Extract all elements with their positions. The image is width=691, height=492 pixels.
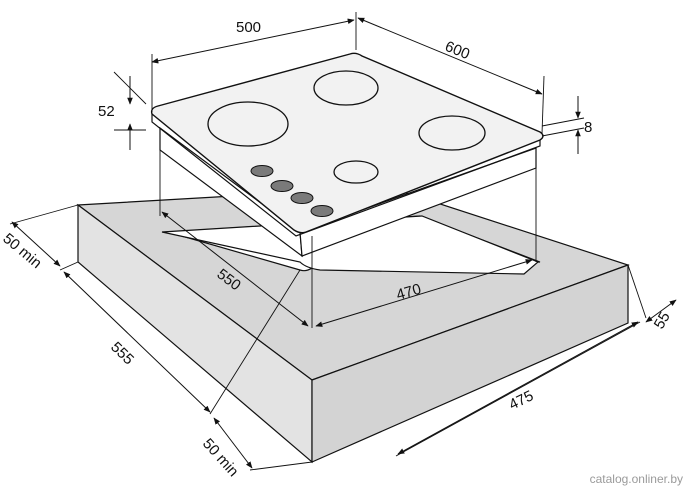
label-counter-width: 475 <box>506 387 536 413</box>
dim-line-550 <box>161 211 309 327</box>
control-knob-icon <box>250 165 274 177</box>
burner-small-icon <box>333 160 379 184</box>
label-counter-depth: 555 <box>107 339 137 369</box>
label-hob-depth: 600 <box>443 38 473 63</box>
label-glass-thickness: 8 <box>584 119 592 136</box>
dim-line-475 <box>397 321 639 455</box>
dimension-lines <box>11 17 677 469</box>
control-knob-icon <box>270 180 294 192</box>
dim-line-500 <box>151 18 355 64</box>
dim-line-555 <box>63 271 211 413</box>
burner-right-icon <box>418 115 486 151</box>
burner-back-icon <box>313 70 379 106</box>
control-knob-icon <box>290 192 314 204</box>
dim-line-600 <box>357 17 543 95</box>
dim-line-50-back <box>11 221 61 267</box>
control-knob-icon <box>310 205 334 217</box>
watermark: catalog.onliner.by <box>589 472 683 486</box>
label-clearance-back: 50 min <box>0 230 45 272</box>
burner-large-icon <box>207 101 289 147</box>
label-counter-thickness: 55 <box>651 309 674 332</box>
label-cutout-width: 470 <box>394 281 423 304</box>
label-hob-height: 52 <box>98 103 115 120</box>
dim-line-50-front <box>213 417 253 469</box>
dim-line-55 <box>645 299 677 323</box>
label-hob-width: 500 <box>236 19 261 36</box>
label-clearance-front: 50 min <box>199 435 242 480</box>
dim-line-470 <box>315 259 533 327</box>
